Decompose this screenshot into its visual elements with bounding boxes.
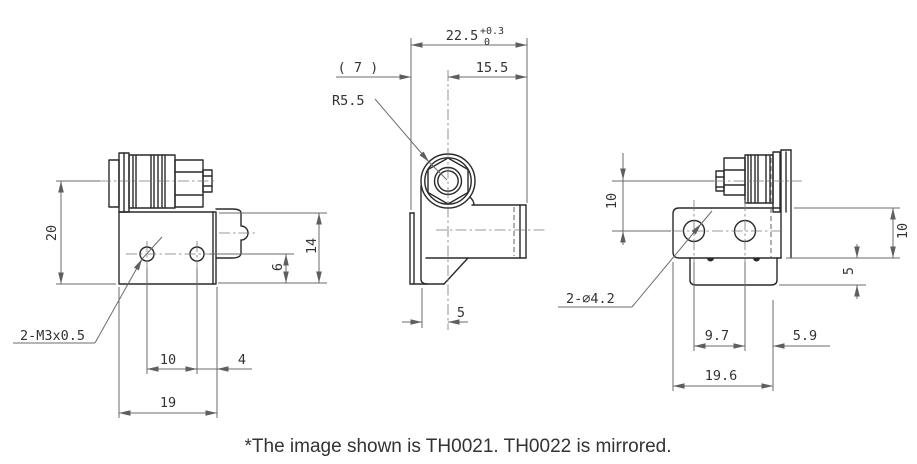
- dim-5: 5: [457, 305, 465, 321]
- radius-callout: R5.5: [332, 93, 365, 109]
- dim-22-5: 22.5: [446, 28, 479, 44]
- side-view-hidden-centerlines: [436, 70, 545, 330]
- dim-5-step: 5: [841, 267, 857, 275]
- dim-9-7: 9.7: [705, 328, 729, 344]
- tolerance-lower: 0: [484, 37, 490, 48]
- back-plate: [672, 207, 782, 259]
- dim-20: 20: [44, 225, 60, 241]
- hole-callout: 2-∅4.2: [566, 291, 615, 307]
- dim-4: 4: [238, 352, 246, 368]
- dim-6: 6: [270, 263, 286, 271]
- back-view-hidden-centerlines: [673, 158, 802, 262]
- dim-10: 10: [160, 352, 176, 368]
- dim-19: 19: [160, 395, 176, 411]
- housing-step: [689, 257, 778, 286]
- thread-callout: 2-M3x0.5: [20, 328, 85, 344]
- tolerance-upper: +0.3: [480, 26, 504, 37]
- dim-ref-7: ( 7 ): [338, 60, 379, 76]
- dim-10-axis: 10: [604, 193, 620, 209]
- dim-5-9: 5.9: [793, 328, 817, 344]
- dim-10-plate: 10: [895, 223, 911, 239]
- dim-14: 14: [304, 238, 320, 254]
- mount-plate: [118, 211, 217, 285]
- back-view-part: [672, 149, 792, 286]
- front-view-centerlines: [100, 180, 258, 268]
- dim-19-6: 19.6: [705, 368, 738, 384]
- back-view-dimensions: 10 10 5 2-∅4.2 9.7 5.9 19.6: [558, 153, 911, 391]
- front-view-dimensions: 20 14 6 2-M3x0.5 10 4 19: [13, 180, 327, 418]
- dim-15-5: 15.5: [476, 60, 509, 76]
- side-view-dimensions: 22.5 +0.3 0 ( 7 ) 15.5 R5.5 5: [332, 26, 528, 328]
- nut-hex: [427, 157, 469, 205]
- caption-note: *The image shown is TH0021. TH0022 is mi…: [245, 436, 672, 457]
